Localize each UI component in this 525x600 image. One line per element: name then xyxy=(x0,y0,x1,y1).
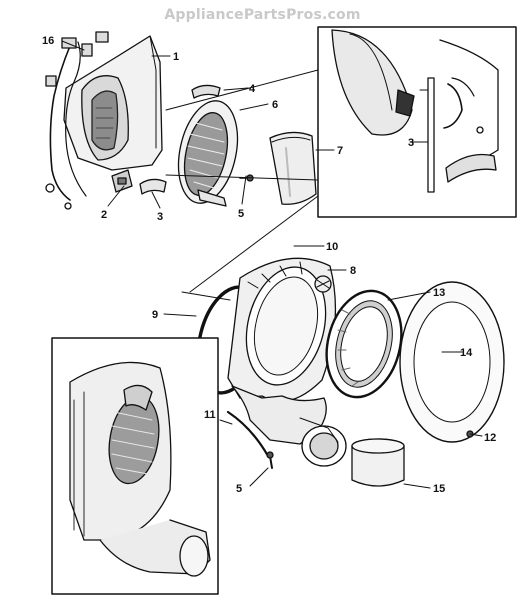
inset-detail-bottom-left xyxy=(51,337,219,595)
part-6-inner-door-grille xyxy=(177,100,239,207)
part-1-front-panel-housing xyxy=(63,35,163,171)
label-part-1: 1 xyxy=(173,51,179,63)
label-part-13: 13 xyxy=(433,287,445,299)
inset-detail-top-right xyxy=(317,26,517,218)
label-part-5-upper: 5 xyxy=(238,208,244,220)
part-5-screw-lower xyxy=(266,451,274,469)
label-part-3-inset: 3 xyxy=(408,137,414,149)
part-13-door-ring xyxy=(325,289,403,399)
part-16-wire-harness xyxy=(45,31,109,210)
part-number-labels: 16 1 4 6 7 3 2 3 5 10 8 13 9 14 11 12 5 … xyxy=(42,35,496,495)
label-part-9: 9 xyxy=(152,309,158,321)
label-part-5-lower: 5 xyxy=(236,483,242,495)
callout-guide-lines xyxy=(165,69,319,301)
label-part-8: 8 xyxy=(350,265,356,277)
part-2-door-latch xyxy=(111,169,133,193)
label-part-7: 7 xyxy=(337,145,343,157)
label-part-14: 14 xyxy=(460,347,473,359)
part-8-clip xyxy=(314,275,332,293)
label-part-12: 12 xyxy=(484,432,496,444)
label-part-2: 2 xyxy=(101,209,107,221)
label-part-16: 16 xyxy=(42,35,54,47)
label-part-10: 10 xyxy=(326,241,338,253)
label-part-15: 15 xyxy=(433,483,445,495)
part-10-front-bulkhead xyxy=(227,257,337,402)
part-11-duct-housing xyxy=(226,385,347,467)
label-part-4: 4 xyxy=(249,83,256,95)
site-watermark: AppliancePartsPros.com xyxy=(164,7,361,23)
part-14-door-glass xyxy=(399,281,505,443)
part-4-clip xyxy=(191,84,221,99)
label-part-11: 11 xyxy=(204,409,216,421)
leader-lines xyxy=(61,40,483,489)
part-3-hinge-cover xyxy=(139,178,167,195)
label-part-6: 6 xyxy=(272,99,278,111)
part-7-lint-filter xyxy=(269,131,317,205)
label-part-3: 3 xyxy=(157,211,163,223)
part-15-filter-housing xyxy=(351,438,405,487)
